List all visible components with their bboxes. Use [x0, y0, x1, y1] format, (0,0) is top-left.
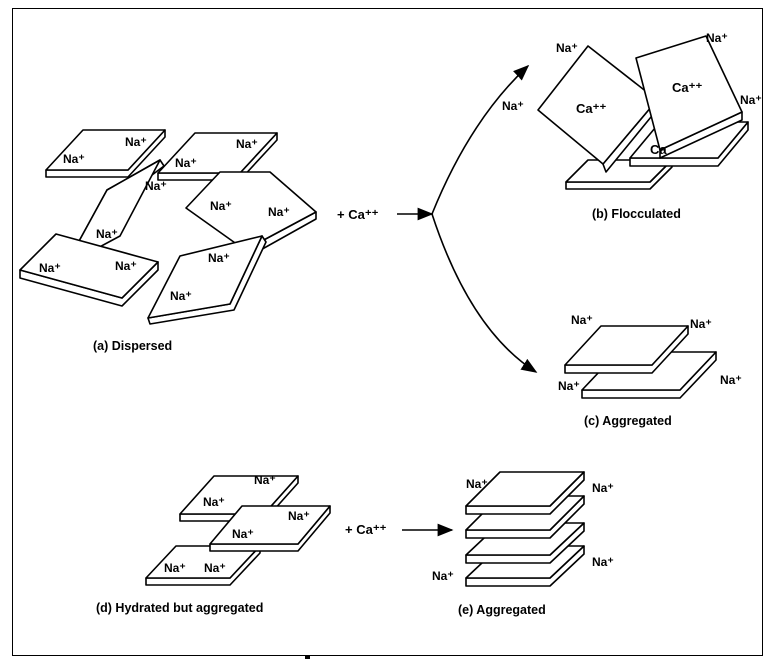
na-ion-label: Na⁺: [592, 555, 614, 569]
na-ion-label: Na⁺: [203, 495, 225, 509]
na-ion-label: Na⁺: [502, 99, 524, 113]
na-ion-label: Na⁺: [96, 227, 118, 241]
reaction-arrow-de: + Ca⁺⁺: [345, 522, 452, 537]
na-ion-label: Na⁺: [268, 205, 290, 219]
stray-mark: [305, 655, 310, 659]
caption-b: (b) Flocculated: [592, 207, 681, 221]
ca-ion-label: Ca: [650, 142, 667, 157]
na-ion-label: Na⁺: [210, 199, 232, 213]
caption-a: (a) Dispersed: [93, 339, 172, 353]
plate: [148, 236, 266, 324]
na-ion-label: Na⁺: [232, 527, 254, 541]
na-ion-label: Na⁺: [204, 561, 226, 575]
na-ion-label: Na⁺: [432, 569, 454, 583]
arrow-to-flocculated: [432, 66, 528, 214]
caption-e: (e) Aggregated: [458, 603, 546, 617]
group-c-aggregated: Na⁺ Na⁺ Na⁺ Na⁺ (c) Aggregated: [558, 313, 742, 428]
na-ion-label: Na⁺: [175, 156, 197, 170]
na-ion-label: Na⁺: [115, 259, 137, 273]
na-ion-label: Na⁺: [63, 152, 85, 166]
group-a-dispersed: Na⁺ Na⁺ Na⁺ Na⁺ Na⁺ Na⁺ Na⁺ Na⁺ Na⁺ Na⁺ …: [20, 130, 316, 353]
group-e-aggregated: Na⁺ Na⁺ Na⁺ Na⁺ (e) Aggregated: [432, 472, 614, 617]
na-ion-label: Na⁺: [556, 41, 578, 55]
arrow-to-aggregated: [432, 214, 536, 372]
na-ion-label: Na⁺: [706, 31, 728, 45]
na-ion-label: Na⁺: [740, 93, 762, 107]
na-ion-label: Na⁺: [164, 561, 186, 575]
na-ion-label: Na⁺: [145, 179, 167, 193]
na-ion-label: Na⁺: [39, 261, 61, 275]
plus-ca-label: + Ca⁺⁺: [337, 207, 379, 222]
na-ion-label: Na⁺: [571, 313, 593, 327]
na-ion-label: Na⁺: [236, 137, 258, 151]
caption-d: (d) Hydrated but aggregated: [96, 601, 263, 615]
na-ion-label: Na⁺: [558, 379, 580, 393]
na-ion-label: Na⁺: [466, 477, 488, 491]
na-ion-label: Na⁺: [690, 317, 712, 331]
ca-ion-label: Ca⁺⁺: [672, 80, 702, 95]
na-ion-label: Na⁺: [208, 251, 230, 265]
plus-ca-label: + Ca⁺⁺: [345, 522, 387, 537]
caption-c: (c) Aggregated: [584, 414, 672, 428]
na-ion-label: Na⁺: [288, 509, 310, 523]
na-ion-label: Na⁺: [592, 481, 614, 495]
group-b-flocculated: Na⁺ Na⁺ Na⁺ Na⁺ Ca⁺⁺ Ca⁺⁺ Ca (b) Floccul…: [502, 31, 762, 221]
ca-ion-label: Ca⁺⁺: [576, 101, 606, 116]
na-ion-label: Na⁺: [170, 289, 192, 303]
na-ion-label: Na⁺: [254, 473, 276, 487]
na-ion-label: Na⁺: [720, 373, 742, 387]
group-d-hydrated: Na⁺ Na⁺ Na⁺ Na⁺ Na⁺ Na⁺ (d) Hydrated but…: [96, 473, 330, 615]
na-ion-label: Na⁺: [125, 135, 147, 149]
